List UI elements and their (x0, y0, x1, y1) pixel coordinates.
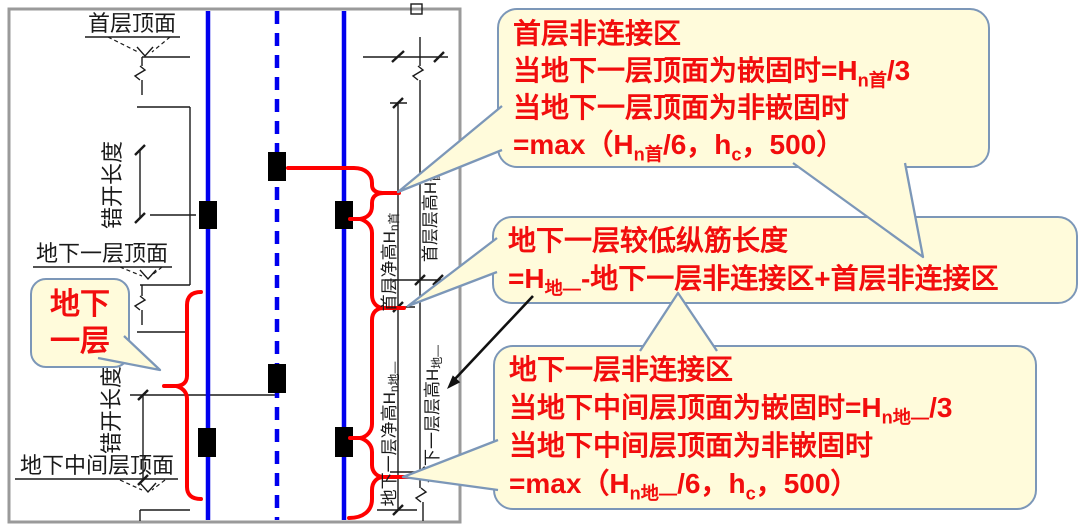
label-stagger-length-lower: 错开长度 (99, 366, 124, 454)
drawing-labels: 首层顶面 地下一层顶面 地下中间层顶面 错开长度 错开长度 首层净高Hn首 首层… (20, 11, 444, 506)
drawing-frame (7, 7, 462, 524)
callout-line: 当地下中间层顶面为嵌固时=Hn地—/3 (509, 392, 953, 428)
callout-basement1-nonconnect-zone: 地下一层非连接区 当地下中间层顶面为嵌固时=Hn地—/3 当地下中间层顶面为非嵌… (493, 345, 1037, 510)
bubble-line: 一层 (50, 325, 110, 358)
right-brace-chain (286, 166, 412, 520)
leader-lines (15, 36, 180, 494)
red-braces (162, 166, 412, 520)
couplers (198, 152, 353, 457)
callout-basement1-lower-bar-length: 地下一层较低纵筋长度 =H地—-地下一层非连接区+首层非连接区 (492, 216, 1078, 304)
label-first-floor-storey-height: 首层层高H首 (421, 170, 442, 262)
callout-first-floor-nonconnect-zone: 首层非连接区 当地下一层顶面为嵌固时=Hn首/3 当地下一层顶面为非嵌固时 =m… (497, 8, 990, 168)
bubble-basement1: 地下 一层 (30, 278, 130, 368)
callout-line: =H地—-地下一层非连接区+首层非连接区 (508, 263, 999, 299)
callout-line: 当地下一层顶面为嵌固时=Hn首/3 (513, 55, 911, 91)
callout-line: =max（Hn首/6，hc，500） (513, 129, 845, 165)
label-basement1-top: 地下一层顶面 (36, 241, 168, 266)
coupler (268, 152, 286, 181)
callout-line: =max（Hn地—/6，hc，500） (509, 468, 859, 504)
bubble-line: 地下 (50, 288, 110, 321)
label-first-floor-top: 首层顶面 (88, 11, 176, 36)
label-basement1-clear-height: 地下一层净高Hn地— (380, 362, 401, 507)
callout-line: 当地下中间层顶面为非嵌固时 (509, 430, 874, 461)
label-basement-mid-top: 地下中间层顶面 (20, 453, 174, 478)
label-stagger-length-upper: 错开长度 (100, 141, 125, 229)
left-basement-brace (162, 290, 203, 501)
coupler (199, 201, 217, 229)
callout-line: 地下一层较低纵筋长度 (508, 225, 789, 256)
coupler (198, 428, 216, 457)
callout-line: 首层非连接区 (513, 18, 682, 49)
callout-line: 当地下一层顶面为非嵌固时 (513, 92, 850, 123)
coupler (335, 427, 353, 457)
coupler (268, 364, 286, 393)
label-first-floor-clear-height: 首层净高Hn首 (380, 213, 401, 312)
top-edge-fragment (410, 3, 423, 15)
callout-line: 地下一层非连接区 (509, 354, 734, 385)
coupler (335, 201, 353, 229)
